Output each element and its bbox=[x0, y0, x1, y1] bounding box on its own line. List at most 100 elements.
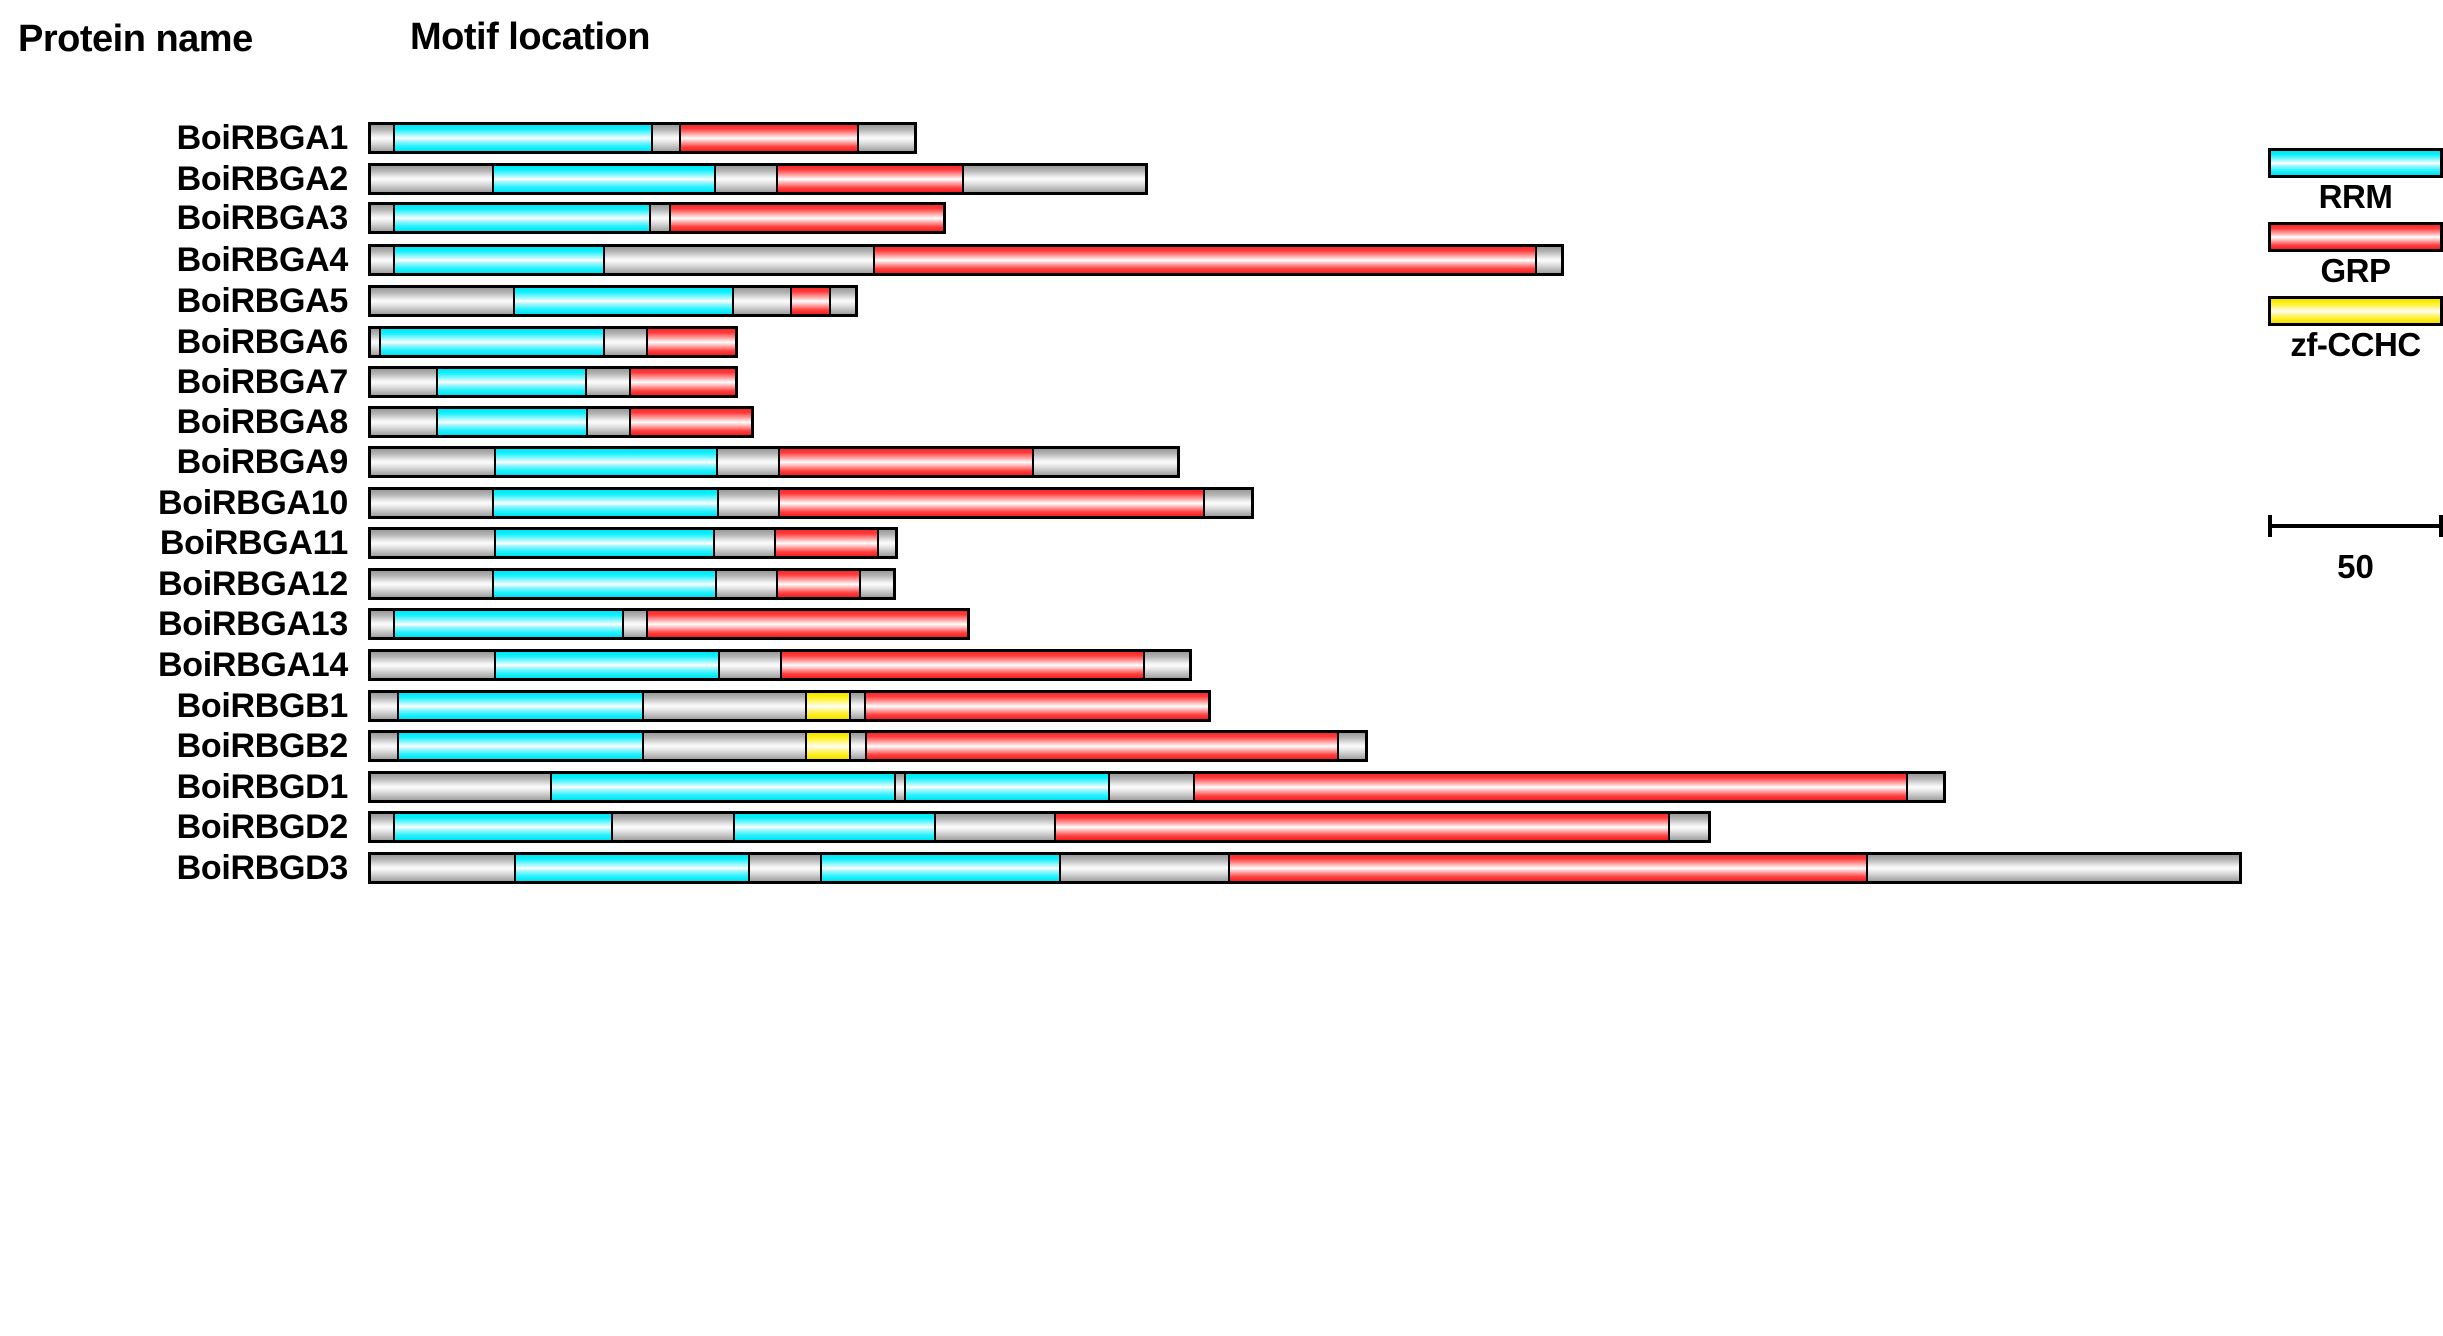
segment-backbone bbox=[718, 449, 780, 475]
segment-rrm bbox=[394, 814, 613, 840]
column-header-protein-name: Protein name bbox=[18, 18, 253, 60]
segment-backbone bbox=[1868, 855, 2239, 881]
segment-backbone bbox=[604, 247, 876, 273]
protein-bar bbox=[368, 649, 1192, 681]
segment-grp bbox=[630, 409, 751, 435]
segment-rrm bbox=[496, 652, 721, 678]
segment-rrm bbox=[515, 288, 735, 314]
segment-backbone bbox=[371, 449, 497, 475]
segment-grp bbox=[780, 490, 1206, 516]
protein-bar bbox=[368, 366, 738, 398]
segment-grp bbox=[779, 449, 1035, 475]
segment-backbone bbox=[371, 205, 395, 231]
segment-rrm bbox=[905, 774, 1111, 800]
segment-grp bbox=[791, 288, 832, 314]
segment-backbone bbox=[1110, 774, 1195, 800]
segment-backbone bbox=[720, 652, 782, 678]
segment-backbone bbox=[371, 693, 399, 719]
legend-swatch-rrm bbox=[2268, 148, 2443, 178]
segment-rrm bbox=[821, 855, 1061, 881]
protein-bar bbox=[368, 487, 1254, 519]
protein-row: BoiRBGD1 bbox=[0, 767, 2443, 807]
protein-name-label: BoiRBGD1 bbox=[176, 768, 349, 806]
protein-bar bbox=[368, 771, 1946, 803]
segment-rrm bbox=[552, 774, 896, 800]
legend-item: RRM bbox=[2268, 148, 2443, 218]
segment-grp bbox=[781, 652, 1146, 678]
segment-rrm bbox=[437, 409, 588, 435]
segment-backbone bbox=[371, 774, 553, 800]
protein-row: BoiRBGA14 bbox=[0, 645, 2443, 685]
protein-row: BoiRBGA3 bbox=[0, 198, 2443, 238]
segment-rrm bbox=[394, 205, 652, 231]
protein-name-label: BoiRBGD3 bbox=[176, 849, 349, 887]
segment-backbone bbox=[371, 247, 395, 273]
protein-bar bbox=[368, 527, 898, 559]
protein-row: BoiRBGA10 bbox=[0, 483, 2443, 523]
segment-backbone bbox=[371, 329, 381, 355]
legend-label-zf-cchc: zf-CCHC bbox=[2290, 326, 2421, 363]
protein-name-label: BoiRBGA5 bbox=[176, 282, 349, 320]
protein-row: BoiRBGB2 bbox=[0, 726, 2443, 766]
protein-name-label: BoiRBGA1 bbox=[176, 119, 349, 157]
scale-bar: 50 bbox=[2268, 510, 2443, 600]
segment-grp bbox=[630, 369, 735, 395]
protein-bar bbox=[368, 811, 1711, 843]
segment-rrm bbox=[398, 733, 645, 759]
segment-grp bbox=[778, 571, 862, 597]
segment-rrm bbox=[380, 329, 606, 355]
protein-bar bbox=[368, 730, 1368, 762]
segment-grp bbox=[866, 693, 1208, 719]
scale-bar-line bbox=[2268, 524, 2443, 528]
segment-backbone bbox=[371, 855, 516, 881]
segment-grp bbox=[648, 611, 967, 637]
protein-bar bbox=[368, 852, 2242, 884]
scale-bar-right-cap bbox=[2439, 515, 2443, 537]
segment-backbone bbox=[371, 530, 496, 556]
segment-backbone bbox=[1670, 814, 1708, 840]
segment-rrm bbox=[496, 449, 719, 475]
segment-backbone bbox=[371, 409, 438, 435]
protein-name-label: BoiRBGA14 bbox=[158, 646, 348, 684]
segment-backbone bbox=[624, 611, 649, 637]
segment-backbone bbox=[587, 409, 631, 435]
protein-row: BoiRBGA11 bbox=[0, 523, 2443, 563]
segment-backbone bbox=[715, 530, 777, 556]
protein-row: BoiRBGA2 bbox=[0, 159, 2443, 199]
protein-name-label: BoiRBGA2 bbox=[176, 160, 349, 198]
segment-backbone bbox=[749, 855, 822, 881]
legend-swatch-grp bbox=[2268, 222, 2443, 252]
segment-backbone bbox=[371, 733, 399, 759]
protein-name-label: BoiRBGB2 bbox=[176, 727, 349, 765]
segment-backbone bbox=[964, 166, 1145, 192]
segment-backbone bbox=[605, 329, 649, 355]
segment-rrm bbox=[494, 490, 719, 516]
segment-backbone bbox=[1908, 774, 1943, 800]
protein-name-label: BoiRBGA7 bbox=[176, 363, 349, 401]
legend-item: zf-CCHC bbox=[2268, 296, 2443, 366]
segment-rrm bbox=[394, 247, 605, 273]
segment-backbone bbox=[652, 125, 681, 151]
segment-backbone bbox=[644, 733, 808, 759]
protein-bar bbox=[368, 608, 970, 640]
segment-backbone bbox=[734, 288, 792, 314]
protein-name-label: BoiRBGA12 bbox=[158, 565, 348, 603]
legend-swatch-zf-cchc bbox=[2268, 296, 2443, 326]
protein-bar bbox=[368, 568, 896, 600]
segment-backbone bbox=[1339, 733, 1365, 759]
segment-zf-cchc bbox=[807, 733, 852, 759]
segment-backbone bbox=[717, 571, 779, 597]
segment-backbone bbox=[858, 125, 914, 151]
segment-grp bbox=[1194, 774, 1909, 800]
segment-backbone bbox=[895, 774, 906, 800]
protein-row: BoiRBGA4 bbox=[0, 240, 2443, 280]
protein-bar bbox=[368, 446, 1180, 478]
segment-rrm bbox=[495, 530, 716, 556]
segment-backbone bbox=[718, 490, 781, 516]
segment-backbone bbox=[612, 814, 736, 840]
protein-name-label: BoiRBGA6 bbox=[176, 323, 349, 361]
segment-grp bbox=[875, 247, 1538, 273]
segment-grp bbox=[776, 530, 880, 556]
scale-bar-left-cap bbox=[2268, 515, 2272, 537]
